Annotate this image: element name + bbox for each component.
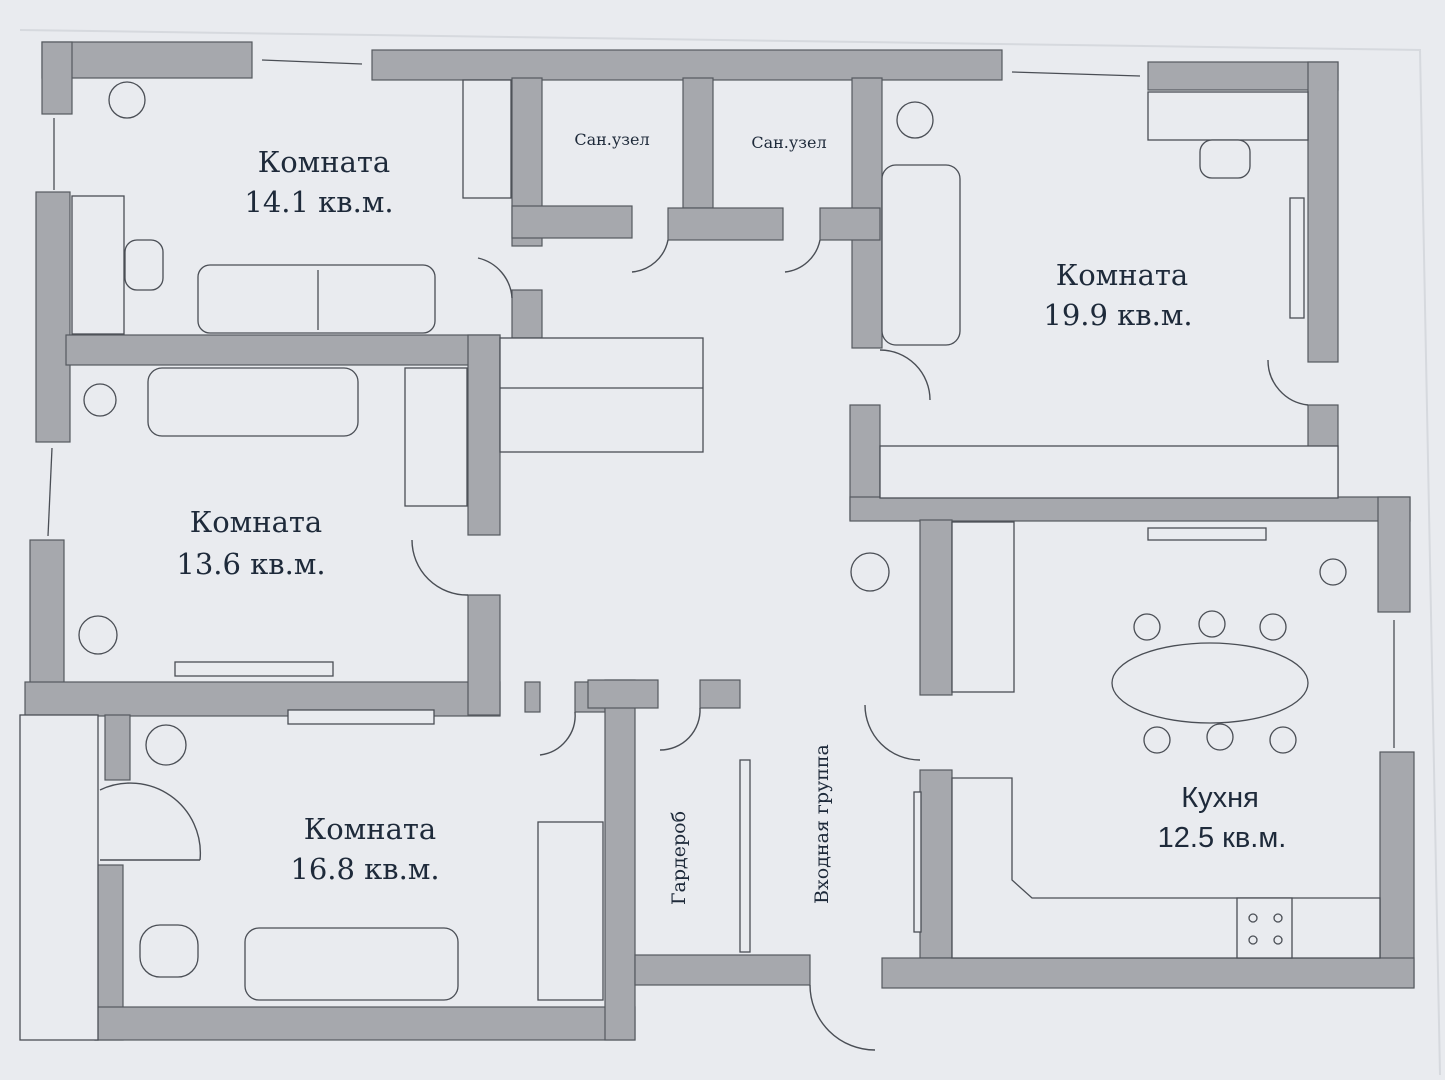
room-3-name: Комната <box>189 505 323 539</box>
chair <box>124 239 164 291</box>
wall <box>919 519 953 696</box>
room-4-name: Комната <box>303 812 437 846</box>
wall <box>667 207 784 241</box>
wall <box>94 1006 636 1041</box>
radiator <box>174 661 334 677</box>
plant-icon <box>1319 558 1347 586</box>
wall <box>104 714 131 781</box>
wall <box>1377 496 1411 613</box>
cabinet <box>499 337 704 453</box>
plant-icon <box>145 724 187 766</box>
room-4-area: 16.8 кв.м. <box>290 852 440 886</box>
sofa <box>147 367 359 437</box>
doors <box>99 239 1309 1051</box>
kitchen-area: 12.5 кв.м. <box>1157 822 1287 854</box>
cabinet <box>879 445 1339 499</box>
wall <box>371 49 1003 81</box>
wall <box>511 289 543 339</box>
wall <box>1307 61 1339 363</box>
room-3-area: 13.6 кв.м. <box>176 547 326 581</box>
wall <box>1379 751 1415 988</box>
kitchen-name: Кухня <box>1181 782 1259 814</box>
wall <box>604 679 636 1041</box>
furniture <box>71 79 1381 1001</box>
room-2-area: 19.9 кв.м. <box>1043 298 1193 332</box>
plant-icon <box>896 101 934 139</box>
plant-icon <box>78 615 118 655</box>
entrance-label: Входная группа <box>811 744 833 904</box>
sofa <box>881 164 961 346</box>
wall <box>24 681 501 717</box>
stove <box>1236 897 1293 959</box>
wall <box>467 334 501 536</box>
plant-icon <box>108 81 146 119</box>
wall <box>65 334 501 366</box>
wall <box>699 679 741 709</box>
wall <box>41 41 253 79</box>
wardrobe-cabinet <box>537 821 604 1001</box>
radiator <box>913 791 922 933</box>
wall <box>919 769 953 959</box>
wall <box>511 205 633 239</box>
wall <box>35 191 71 443</box>
wall <box>634 954 811 986</box>
wardrobe-label: Гардероб <box>668 810 690 906</box>
armchair <box>139 924 199 978</box>
wall <box>682 77 714 209</box>
walls <box>24 41 1415 1041</box>
wall <box>41 41 73 115</box>
room-2-name: Комната <box>1055 258 1189 292</box>
sofa <box>197 264 436 334</box>
wall <box>849 496 1411 522</box>
kitchen-cabinet <box>951 521 1015 693</box>
windows <box>19 59 1395 1041</box>
room-1-name: Комната <box>257 145 391 179</box>
sofa <box>244 927 459 1001</box>
plants <box>78 81 1347 766</box>
room-1-area: 14.1 кв.м. <box>244 185 394 219</box>
wall <box>819 207 881 241</box>
radiator <box>1147 527 1267 541</box>
dining-table <box>1111 642 1309 724</box>
wall <box>587 679 659 709</box>
bathroom-2-label: Сан.узел <box>751 133 827 152</box>
radiator <box>1289 197 1305 319</box>
wall <box>467 594 501 716</box>
radiator <box>287 709 435 725</box>
wall <box>881 957 1415 989</box>
shoe-rack <box>739 759 751 953</box>
plant-icon <box>83 383 117 417</box>
wardrobe-cabinet <box>462 79 512 199</box>
plant-icon <box>850 552 890 592</box>
wall <box>524 681 541 713</box>
desk <box>71 195 125 335</box>
wall <box>1147 61 1339 91</box>
wardrobe-cabinet <box>404 367 468 507</box>
bathroom-1-label: Сан.узел <box>574 130 650 149</box>
desk <box>1147 91 1309 141</box>
chair <box>1199 139 1251 179</box>
